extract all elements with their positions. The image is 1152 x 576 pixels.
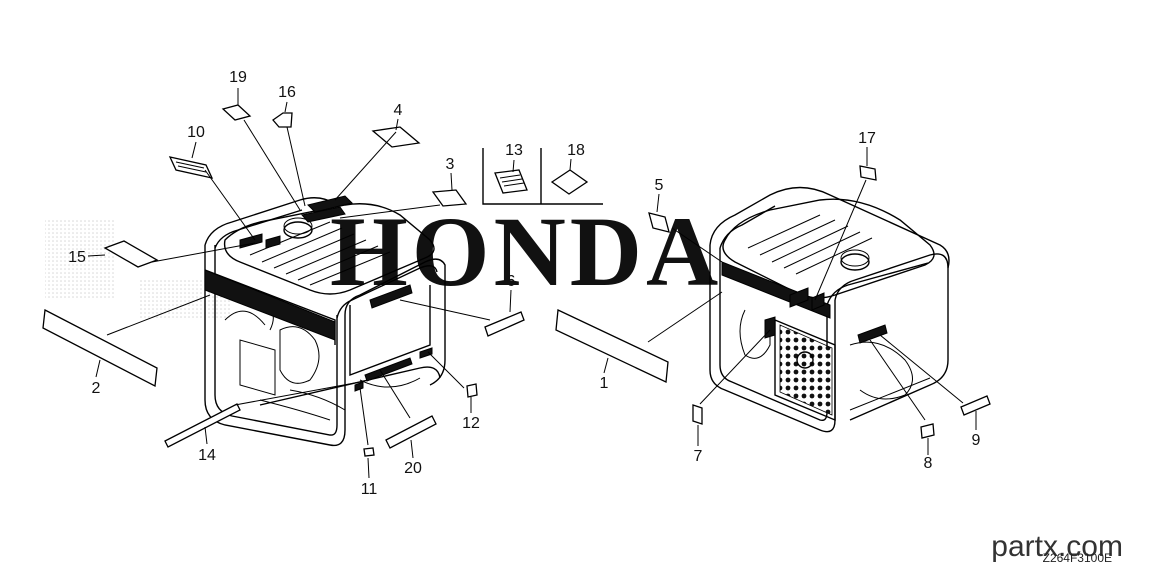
leader-lines [87,88,977,479]
callout-5: 5 [655,177,664,194]
callout-11: 11 [361,481,378,498]
watermark-qr [45,218,230,320]
decal-shapes [42,104,991,457]
callout-16: 16 [278,84,296,101]
callout-20: 20 [404,460,422,477]
callout-12: 12 [462,415,480,432]
callout-15: 15 [68,249,86,266]
callout-8: 8 [924,455,933,472]
accessory-inset-box [482,148,603,205]
watermark-brand: HONDA [330,196,722,307]
callout-4: 4 [394,102,403,119]
callout-1: 1 [600,375,609,392]
diagram-code: Z264F3100E [1043,551,1112,565]
callout-7: 7 [694,448,703,465]
callout-2: 2 [92,380,101,397]
callout-17: 17 [858,130,876,147]
callout-labels: 1 2 3 4 5 6 7 8 9 10 11 12 13 14 15 16 1… [68,69,980,498]
callout-19: 19 [229,69,247,86]
callout-10: 10 [187,124,205,141]
watermark-site: partx.com [991,530,1123,563]
left-generator-illustration [204,195,446,447]
callout-18: 18 [567,142,585,159]
right-generator-illustration [709,186,950,433]
callout-13: 13 [505,142,523,159]
callout-6: 6 [507,273,516,290]
callout-14: 14 [198,447,216,464]
callout-3: 3 [446,156,455,173]
callout-9: 9 [972,432,981,449]
